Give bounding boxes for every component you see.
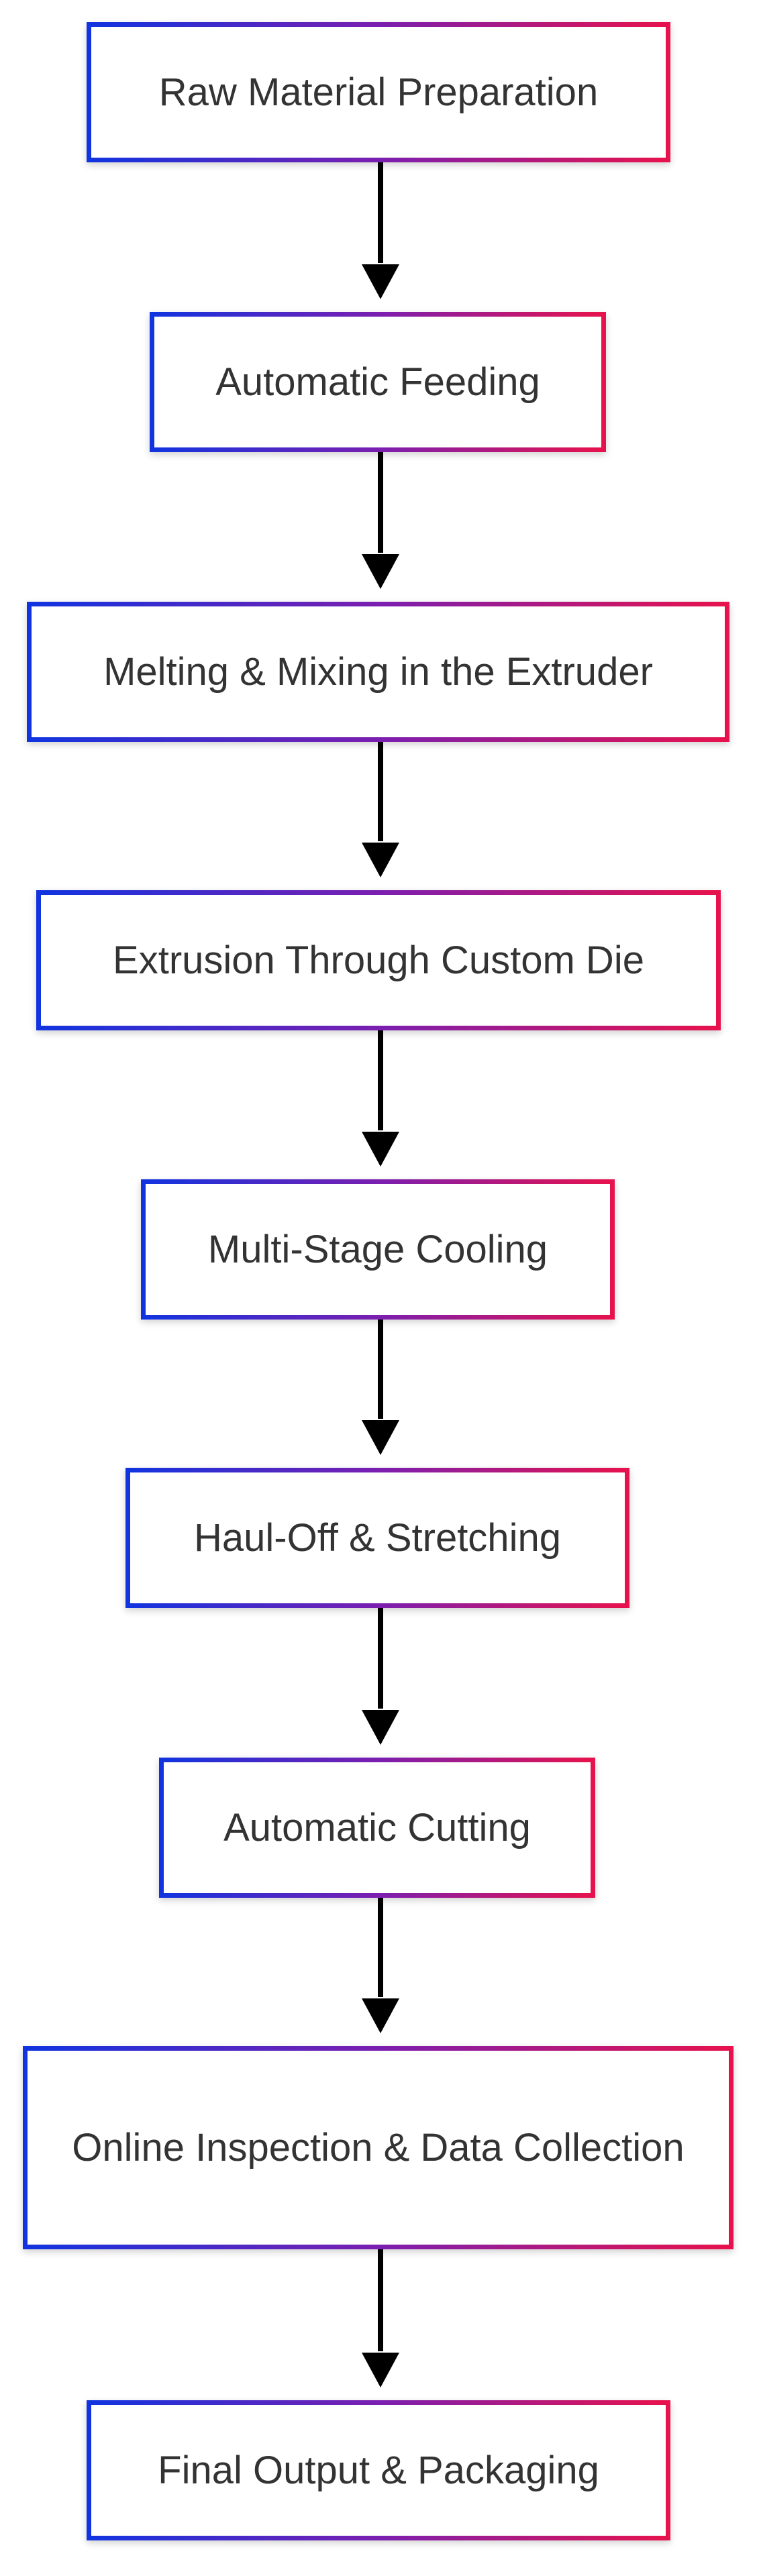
arrow-line [378,452,383,553]
step-label: Automatic Cutting [223,1805,531,1849]
step-label: Online Inspection & Data Collection [72,2125,685,2169]
step-raw-material-preparation: Raw Material Preparation [87,22,670,162]
step-final-output-packaging: Final Output & Packaging [87,2400,670,2540]
step-label: Final Output & Packaging [158,2448,599,2492]
step-melting-mixing: Melting & Mixing in the Extruder [27,602,729,742]
step-multi-stage-cooling: Multi-Stage Cooling [141,1179,615,1320]
arrow-line [378,742,383,841]
arrow-line [378,1320,383,1419]
arrow-down-icon [362,2353,399,2387]
step-label: Multi-Stage Cooling [207,1227,548,1271]
arrow-line [378,1608,383,1709]
step-label: Melting & Mixing in the Extruder [103,649,653,694]
step-haul-off-stretching: Haul-Off & Stretching [125,1468,629,1608]
step-label: Haul-Off & Stretching [194,1515,561,1560]
step-extrusion-through-die: Extrusion Through Custom Die [36,890,721,1030]
arrow-down-icon [362,1998,399,2033]
step-label: Automatic Feeding [215,360,540,404]
step-label: Extrusion Through Custom Die [113,938,644,982]
step-online-inspection: Online Inspection & Data Collection [23,2046,733,2249]
arrow-down-icon [362,554,399,589]
arrow-down-icon [362,264,399,299]
arrow-down-icon [362,1132,399,1167]
arrow-line [378,1030,383,1130]
step-label: Raw Material Preparation [158,70,599,114]
step-automatic-cutting: Automatic Cutting [159,1758,595,1898]
arrow-line [378,1898,383,1997]
arrow-line [378,162,383,263]
arrow-line [378,2249,383,2351]
step-automatic-feeding: Automatic Feeding [150,312,606,452]
arrow-down-icon [362,843,399,877]
arrow-down-icon [362,1420,399,1455]
arrow-down-icon [362,1710,399,1745]
